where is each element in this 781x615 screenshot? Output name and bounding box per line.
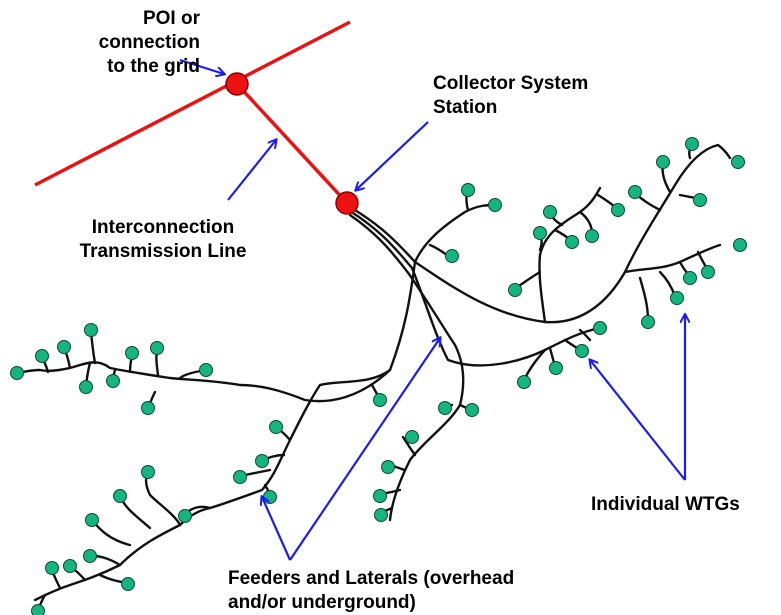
wind-turbine-marker (63, 559, 77, 573)
wind-turbine-marker (45, 561, 59, 575)
wind-turbine-marker (381, 460, 395, 474)
wind-turbine-marker (611, 203, 625, 217)
collector-station-label: Collector System Station (433, 72, 588, 120)
lateral (578, 328, 592, 342)
wind-turbine-marker (461, 183, 475, 197)
wind-turbine-marker (465, 403, 479, 417)
wind-turbine-marker (693, 193, 707, 207)
wind-turbine-marker (628, 185, 642, 199)
feeder-trunk-line (348, 205, 417, 264)
wind-turbine-marker (263, 490, 277, 504)
poi-label-line: to the grid (107, 56, 200, 77)
wind-turbine-marker (565, 235, 579, 249)
wind-turbine-group (10, 137, 747, 615)
wtg-arrow-left (590, 360, 686, 481)
wind-turbine-marker (731, 155, 745, 169)
wind-turbine-marker (508, 283, 522, 297)
wind-turbine-marker (79, 380, 93, 394)
poi-label-line: connection (98, 32, 200, 53)
wind-turbine-marker (373, 489, 387, 503)
wind-turbine-marker (585, 229, 599, 243)
feeders-arrow-left (262, 497, 292, 561)
wind-turbine-marker (593, 321, 607, 335)
wind-turbine-marker (233, 470, 247, 484)
collector-arrow (356, 121, 429, 190)
interconnection-label-line: Interconnection (91, 217, 235, 238)
lateral (658, 270, 677, 298)
lateral (144, 470, 182, 527)
feeder-left (33, 260, 417, 602)
poi-label: POI or connection to the grid (60, 7, 200, 79)
wind-turbine-marker (656, 155, 670, 169)
wind-turbine-marker (533, 226, 547, 240)
wind-turbine-marker (10, 366, 24, 380)
wind-turbine-marker (733, 238, 747, 252)
annotation-arrows (179, 58, 686, 561)
feeders-arrow-right (289, 338, 440, 561)
wind-turbine-marker (178, 509, 192, 523)
wind-turbine-marker (121, 577, 135, 591)
wind-turbine-marker (549, 361, 563, 375)
grid-line (34, 20, 351, 187)
wtgs-label-line: Individual WTGs (591, 494, 740, 515)
station-markers (225, 72, 359, 215)
lateral (401, 435, 417, 457)
feeder-trunk-line (348, 213, 411, 276)
wind-turbine-marker (683, 271, 697, 285)
wind-turbine-marker (84, 323, 98, 337)
collector-label-line: Station (433, 97, 498, 118)
wind-turbine-marker (269, 420, 283, 434)
wind-turbine-marker (405, 430, 419, 444)
wind-turbine-marker (141, 465, 155, 479)
lateral (638, 276, 650, 322)
lateral (538, 186, 602, 324)
wind-turbine-marker (57, 340, 71, 354)
feeders-label-line: and/or underground) (228, 592, 416, 613)
interconnection-arrow (227, 140, 276, 201)
interconnection-label: Interconnection Transmission Line (68, 216, 258, 264)
collector-system-station-node (335, 191, 359, 215)
transmission-lines (34, 20, 351, 205)
wind-turbine-marker (141, 401, 155, 415)
poi-arrow (179, 58, 224, 74)
wind-turbine-marker (85, 513, 99, 527)
wind-turbine-marker (685, 137, 699, 151)
wind-turbine-marker (113, 489, 127, 503)
wind-turbine-marker (438, 401, 452, 415)
lateral (413, 203, 497, 264)
wind-turbine-marker (543, 205, 557, 219)
poi-grid-connection-node (225, 72, 249, 96)
wind-turbine-marker (701, 265, 715, 279)
poi-label-line: POI or (142, 8, 200, 29)
lateral (15, 361, 392, 403)
wind-turbine-marker (31, 604, 45, 615)
feeder-trunk-line (348, 209, 414, 270)
interconnection-transmission-line (235, 82, 349, 205)
lateral (623, 143, 732, 274)
feeders-label-line: Feeders and Laterals (overhead (228, 568, 515, 589)
interconnection-label-line: Transmission Line (79, 241, 247, 262)
wind-turbine-marker (373, 393, 387, 407)
feeder-middle-right (410, 266, 602, 367)
wind-turbine-marker (445, 249, 459, 263)
collector-label-line: Collector System (433, 73, 589, 94)
feeder-upper-right (413, 243, 722, 324)
individual-wtgs-label: Individual WTGs (591, 493, 740, 517)
wind-turbine-marker (641, 315, 655, 329)
wind-turbine-marker (35, 349, 49, 363)
wind-turbine-marker (517, 375, 531, 389)
wind-turbine-marker (255, 454, 269, 468)
wind-turbine-marker (83, 549, 97, 563)
wind-turbine-marker (670, 291, 684, 305)
wind-turbine-marker (374, 508, 388, 522)
wind-turbine-marker (575, 344, 589, 358)
feeders-laterals-label: Feeders and Laterals (overhead and/or un… (228, 567, 514, 615)
wind-turbine-marker (488, 198, 502, 212)
wind-turbine-marker (199, 363, 213, 377)
wind-turbine-marker (125, 346, 139, 360)
wind-turbine-marker (150, 341, 164, 355)
wind-turbine-marker (106, 374, 120, 388)
